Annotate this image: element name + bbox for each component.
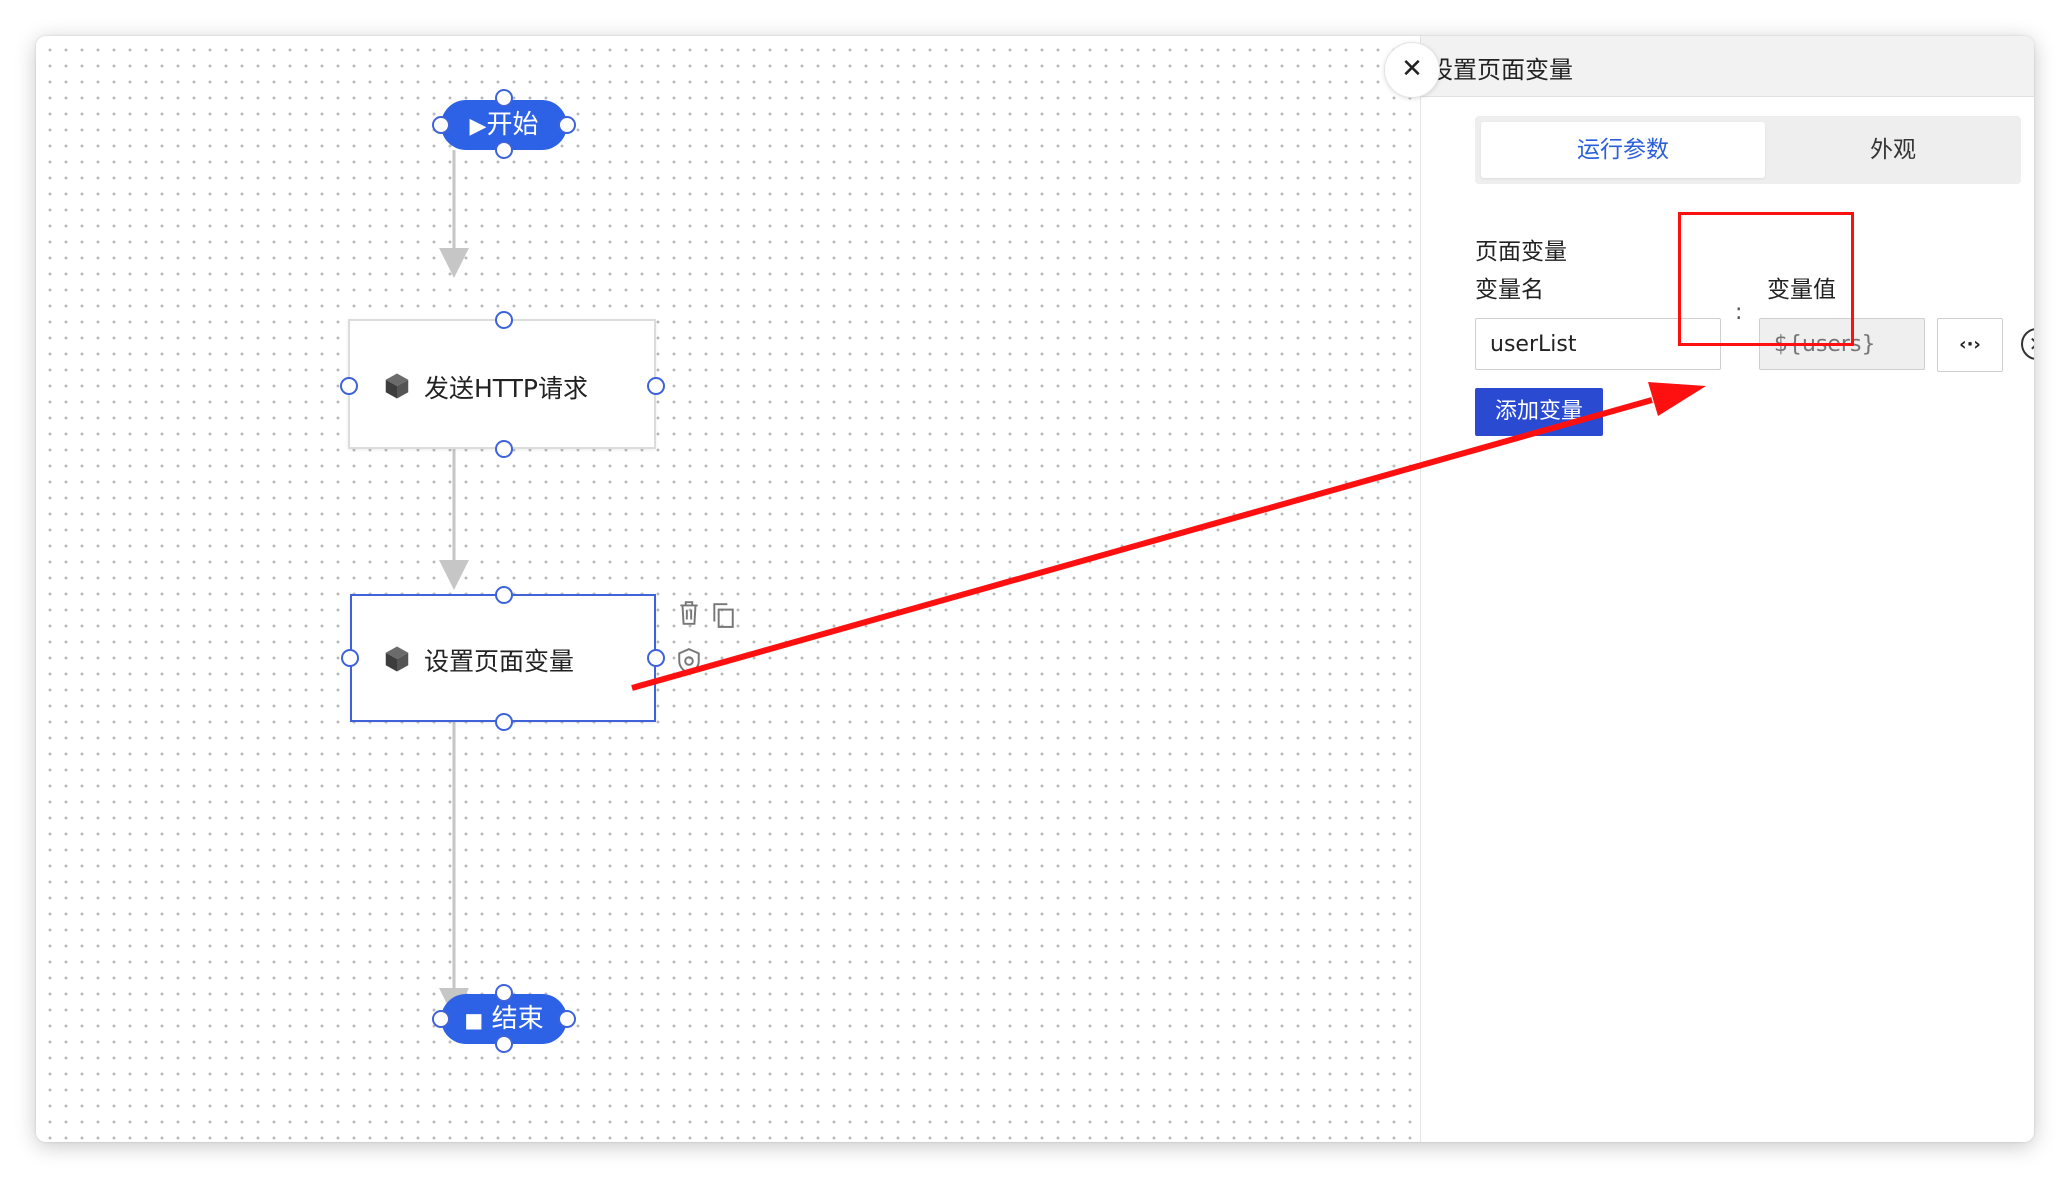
end-port-bottom[interactable]	[495, 1035, 513, 1053]
http-port-top[interactable]	[495, 311, 513, 329]
start-port-right[interactable]	[558, 116, 576, 134]
stop-icon: ■	[464, 1008, 484, 1032]
panel-tabs: 运行参数 外观	[1475, 116, 2021, 184]
start-label: 开始	[486, 110, 539, 140]
end-port-top[interactable]	[495, 984, 513, 1002]
delete-icon[interactable]	[676, 598, 702, 628]
http-request-node[interactable]: 发送HTTP请求	[348, 319, 656, 449]
http-port-right[interactable]	[647, 377, 665, 395]
edges-layer	[439, 150, 469, 1018]
http-port-left[interactable]	[340, 377, 358, 395]
setvar-port-right[interactable]	[647, 649, 665, 667]
variable-value-label: 变量值	[1767, 277, 1836, 303]
colon-separator: :	[1735, 300, 1743, 325]
start-node[interactable]: ▶开始	[441, 100, 567, 150]
tab-run-params[interactable]: 运行参数	[1481, 122, 1765, 178]
settings-icon[interactable]	[676, 646, 702, 676]
start-port-bottom[interactable]	[495, 141, 513, 159]
end-label: 结束	[491, 1004, 544, 1034]
close-panel-button[interactable]: ✕	[1384, 42, 1440, 98]
flow-canvas[interactable]: ▶开始 发送HTTP请求 设置页面变量	[36, 36, 1420, 1142]
start-port-left[interactable]	[432, 116, 450, 134]
http-port-bottom[interactable]	[495, 440, 513, 458]
http-node-label: 发送HTTP请求	[424, 374, 588, 403]
setvar-port-bottom[interactable]	[495, 713, 513, 731]
end-port-right[interactable]	[558, 1010, 576, 1028]
section-label: 页面变量	[1475, 239, 1567, 265]
play-icon: ▶	[469, 114, 487, 139]
code-icon: ‹·›	[1959, 334, 1981, 355]
start-port-top[interactable]	[495, 89, 513, 107]
panel-header: 设置页面变量	[1421, 36, 2034, 97]
annotation-highlight-box	[1678, 212, 1854, 346]
setvar-port-left[interactable]	[341, 649, 359, 667]
tab-appearance[interactable]: 外观	[1870, 137, 1916, 163]
code-editor-button[interactable]: ‹·›	[1937, 318, 2003, 372]
set-page-variable-node[interactable]: 设置页面变量	[350, 594, 656, 722]
variable-name-label: 变量名	[1475, 277, 1544, 303]
setvar-port-top[interactable]	[495, 586, 513, 604]
set-var-node-label: 设置页面变量	[424, 647, 575, 676]
copy-icon[interactable]	[710, 600, 736, 630]
properties-panel: 设置页面变量 运行参数 外观 页面变量 变量名 变量值 : ‹·› ✕ 添加变量	[1420, 36, 2034, 1142]
panel-title: 设置页面变量	[1429, 56, 1573, 84]
end-port-left[interactable]	[432, 1010, 450, 1028]
remove-variable-button[interactable]: ✕	[2021, 328, 2034, 360]
app-window: ▶开始 发送HTTP请求 设置页面变量	[36, 36, 2034, 1142]
close-icon: ✕	[1401, 54, 1423, 84]
add-variable-button[interactable]: 添加变量	[1475, 388, 1603, 436]
cube-icon	[385, 646, 409, 672]
remove-icon: ✕	[2029, 332, 2034, 356]
cube-icon	[385, 373, 409, 399]
